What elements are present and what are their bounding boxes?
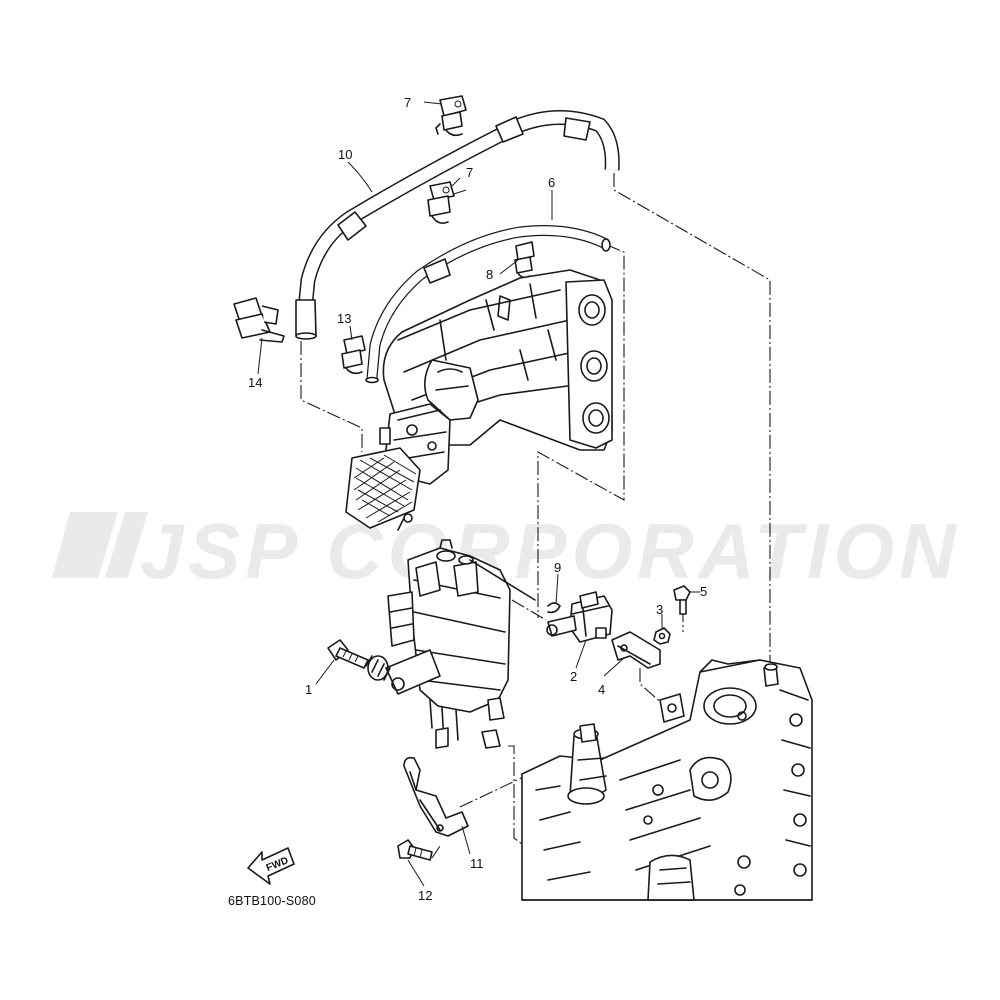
fwd-arrow-icon: FWD bbox=[247, 847, 295, 885]
part-number-5: 5 bbox=[700, 584, 707, 599]
solenoid-valve-part-2 bbox=[546, 591, 613, 643]
throttle-body bbox=[345, 403, 451, 531]
bolt-part-1 bbox=[327, 639, 369, 669]
part-number-6: 6 bbox=[548, 175, 555, 190]
part-number-11: 11 bbox=[470, 856, 484, 871]
bolt-part-12 bbox=[397, 839, 433, 861]
part-number-12: 12 bbox=[418, 888, 432, 903]
part-number-1: 1 bbox=[305, 682, 312, 697]
nut-part-3 bbox=[653, 627, 671, 645]
clip-13 bbox=[341, 335, 366, 375]
watermark-logo bbox=[52, 512, 148, 578]
part-number-3: 3 bbox=[656, 602, 663, 617]
clip-14 bbox=[233, 297, 285, 343]
part-number-8: 8 bbox=[486, 267, 493, 282]
clip-7-upper bbox=[435, 95, 467, 137]
part-number-7: 7 bbox=[466, 165, 473, 180]
part-number-labels: 7 7 6 8 13 14 10 9 3 5 2 4 1 11 12 bbox=[248, 95, 707, 903]
watermark-text: JSP CORPORATION bbox=[140, 507, 960, 595]
fuel-vapor-assembly bbox=[385, 539, 536, 749]
part-number-14: 14 bbox=[248, 375, 262, 390]
spring-part bbox=[365, 655, 501, 749]
engine-block bbox=[521, 659, 813, 901]
bracket-part-11 bbox=[403, 756, 469, 837]
hose-10 bbox=[295, 110, 620, 340]
clip-part-9 bbox=[547, 602, 561, 614]
part-number-13: 13 bbox=[337, 311, 351, 326]
part-number-7: 7 bbox=[404, 95, 411, 110]
part-number-2: 2 bbox=[570, 669, 577, 684]
watermark: JSP CORPORATION bbox=[52, 507, 960, 595]
bracket-part-4 bbox=[611, 631, 661, 669]
diagram-code: 6BTB100-S080 bbox=[228, 894, 316, 908]
clip-8 bbox=[514, 241, 535, 279]
part-number-9: 9 bbox=[554, 560, 561, 575]
part-number-4: 4 bbox=[598, 682, 605, 697]
clip-7-lower bbox=[427, 181, 455, 224]
hose-6 bbox=[365, 225, 611, 384]
intake-manifold bbox=[382, 269, 613, 451]
leader-lines bbox=[257, 101, 700, 887]
bolt-part-5 bbox=[673, 585, 691, 615]
part-number-10: 10 bbox=[338, 147, 352, 162]
